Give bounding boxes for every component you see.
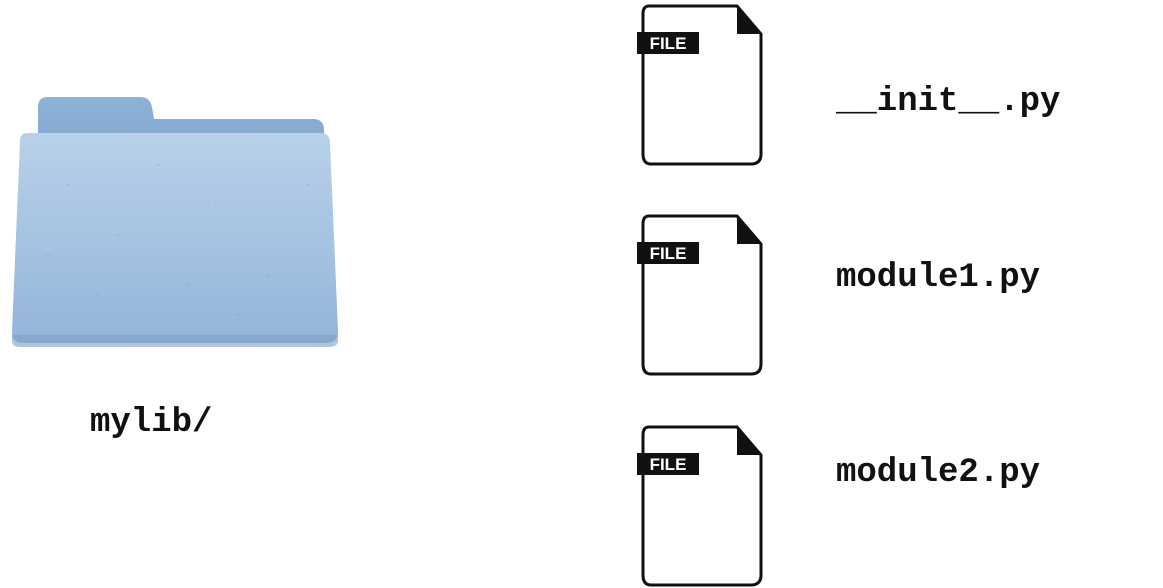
file-badge: FILE bbox=[650, 34, 687, 53]
file-badge: FILE bbox=[650, 455, 687, 474]
file-icon: FILE bbox=[637, 4, 763, 166]
folder-name: mylib/ bbox=[90, 404, 213, 442]
file-name: __init__.py bbox=[836, 83, 1061, 121]
file-name: module2.py bbox=[836, 454, 1041, 492]
file-icon: FILE bbox=[637, 214, 763, 376]
file-name: module1.py bbox=[836, 259, 1041, 297]
file-badge: FILE bbox=[650, 244, 687, 263]
folder-icon bbox=[8, 95, 341, 353]
file-icon: FILE bbox=[637, 425, 763, 587]
